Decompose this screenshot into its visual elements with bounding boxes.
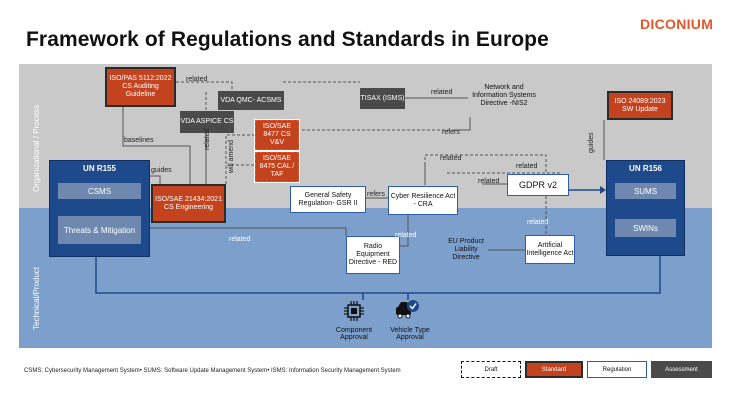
swins-box[interactable]: SWINs bbox=[615, 219, 676, 237]
un-r155-container[interactable]: UN R155 CSMS Threats & Mitigation bbox=[49, 160, 150, 257]
gdpr-box[interactable]: GDPR v2 bbox=[507, 174, 569, 196]
edge-label-related-5: related bbox=[516, 163, 538, 170]
vda-qmc-acsms-box[interactable]: VDA QMC- ACSMS bbox=[218, 91, 284, 110]
csms-box[interactable]: CSMS bbox=[58, 183, 141, 199]
iso-24089-box[interactable]: ISO 24089:2023 SW Update bbox=[607, 91, 673, 120]
edge-label-related-8: related bbox=[527, 219, 549, 226]
edge-label-guides-2: guides bbox=[588, 132, 595, 153]
gsr-ii-box[interactable]: General Safety Regulation- GSR II bbox=[290, 186, 366, 213]
page-title: Framework of Regulations and Standards i… bbox=[26, 28, 549, 51]
legend-regulation: Regulation bbox=[587, 361, 647, 378]
nis2-box[interactable]: Network and Information Systems Directiv… bbox=[472, 83, 536, 107]
vehicle-check-icon bbox=[394, 298, 420, 327]
red-box[interactable]: Radio Equipment Directive - RED bbox=[346, 236, 400, 274]
ai-act-box[interactable]: Artificial Intelligence Act bbox=[525, 235, 575, 264]
edge-label-refers-1: refers bbox=[442, 129, 460, 136]
component-approval-label: Component Approval bbox=[335, 327, 373, 341]
brand-logo: DICONIUM bbox=[640, 16, 714, 32]
eu-pld-box[interactable]: EU Product Liability Directive bbox=[448, 238, 484, 261]
un-r156-container[interactable]: UN R156 SUMS SWINs bbox=[606, 160, 685, 256]
iso-sae-8475-box[interactable]: ISO/SAE 8475 CAL / TAF bbox=[254, 151, 300, 183]
vda-aspice-cs-box[interactable]: VDA ASPICE CS bbox=[180, 111, 234, 133]
edge-label-related-6: related bbox=[478, 178, 500, 185]
tisax-box[interactable]: TISAX (ISMS) bbox=[360, 88, 405, 109]
edge-label-related-1: related bbox=[186, 76, 208, 83]
un-r155-title: UN R155 bbox=[83, 164, 116, 173]
edge-label-related-9: related bbox=[229, 236, 251, 243]
edge-label-related-4: related bbox=[440, 155, 462, 162]
legend-assessment: Assessment bbox=[651, 361, 712, 378]
edge-label-baselines: baselines bbox=[124, 137, 154, 144]
legend-standard: Standard bbox=[525, 361, 583, 378]
edge-label-related-7: related bbox=[395, 232, 417, 239]
edge-label-will-amend: will amend bbox=[228, 139, 235, 173]
iso-sae-8477-box[interactable]: ISO/SAE 8477 CS V&V bbox=[254, 119, 300, 151]
iso-sae-21434-box[interactable]: ISO/SAE 21434:2021 CS Engineering bbox=[151, 184, 226, 223]
edge-label-related-2: related bbox=[204, 128, 211, 150]
vehicle-type-approval-label: Vehicle Type Approval bbox=[390, 327, 430, 341]
edge-label-related-3: related bbox=[431, 89, 453, 96]
iso-pas-5112-box[interactable]: ISO/PAS 5112:2022 CS Auditing Guideline bbox=[105, 67, 176, 107]
legend-draft: Draft bbox=[461, 361, 521, 378]
chip-icon bbox=[343, 300, 365, 327]
un-r156-title: UN R156 bbox=[629, 164, 662, 173]
sums-box[interactable]: SUMS bbox=[615, 183, 676, 199]
threats-mitigation-box[interactable]: Threats & Mitigation bbox=[58, 216, 141, 244]
footer-abbreviations: CSMS: Cybersecurity Management System• S… bbox=[24, 368, 401, 374]
cra-box[interactable]: Cyber Resilience Act - CRA bbox=[388, 186, 458, 215]
edge-label-guides-1: guides bbox=[151, 167, 172, 174]
edge-label-refers-2: refers bbox=[367, 191, 385, 198]
